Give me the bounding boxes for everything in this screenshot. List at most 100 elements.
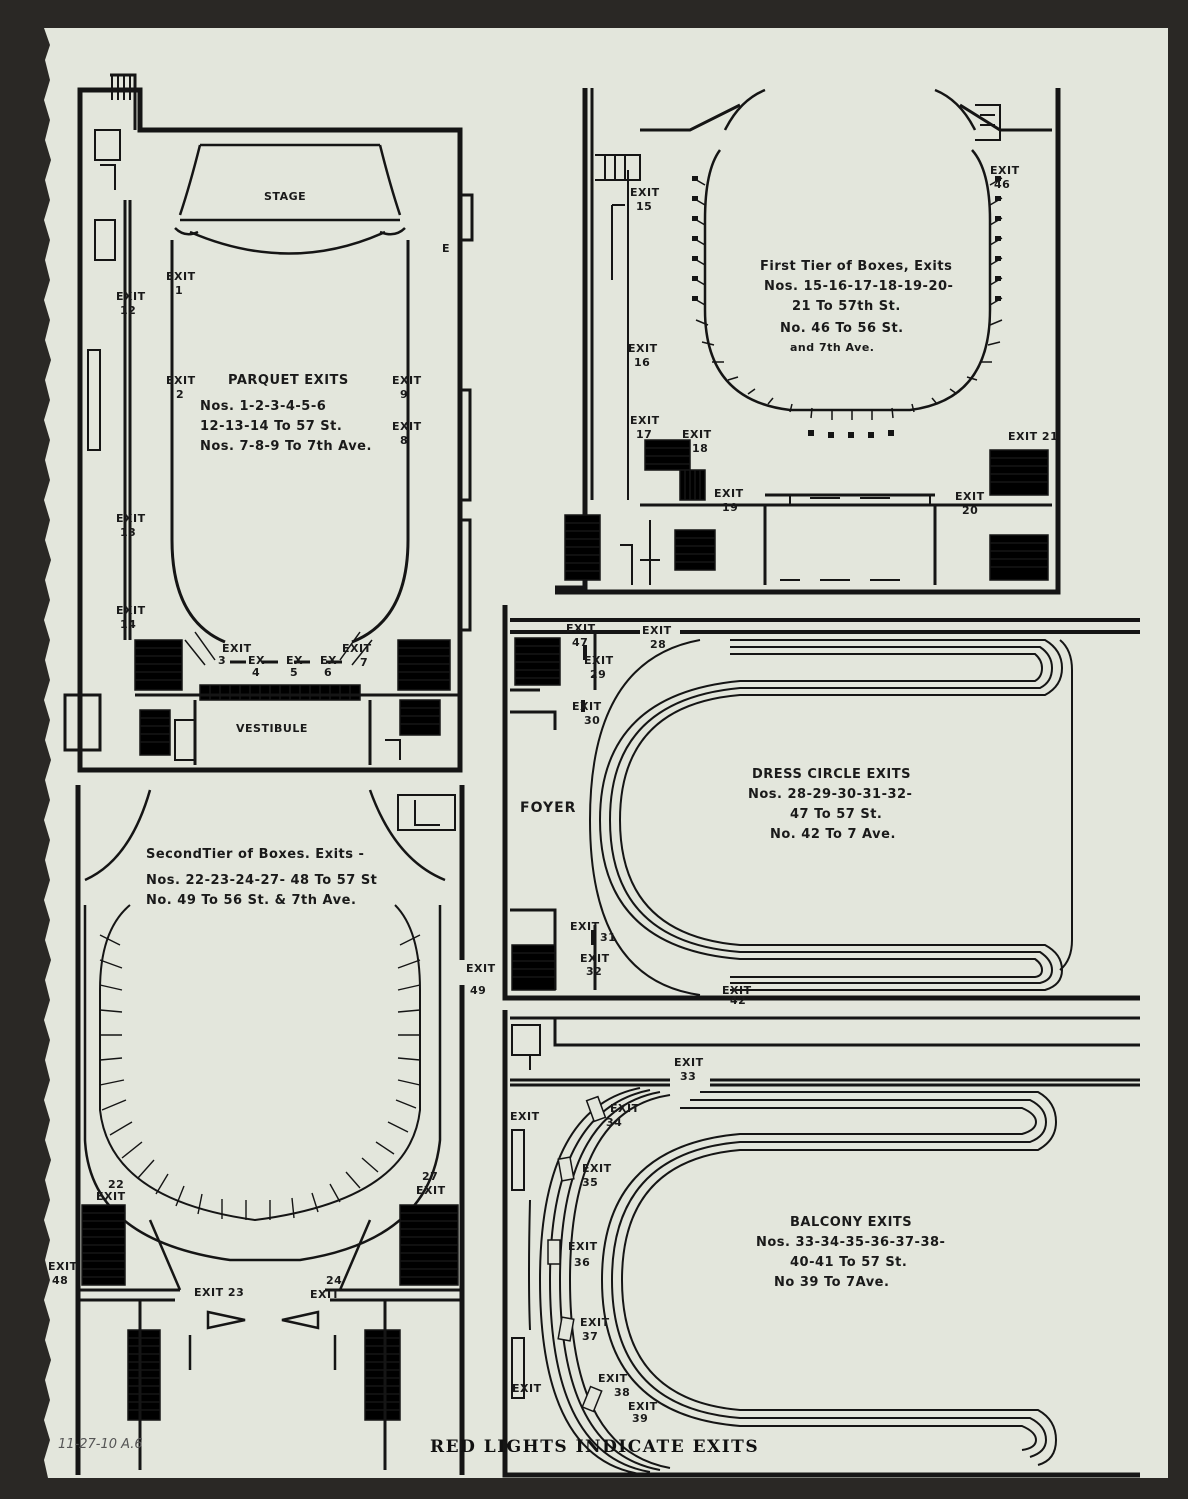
svg-text:49: 49 (470, 984, 486, 997)
svg-text:38: 38 (614, 1386, 630, 1399)
svg-text:EXIT 23: EXIT 23 (194, 1286, 244, 1299)
paper (44, 28, 1168, 1478)
svg-text:3: 3 (218, 654, 226, 667)
svg-text:EXIT: EXIT (392, 420, 422, 433)
svg-text:EXIT: EXIT (566, 622, 596, 635)
stage-label: STAGE (264, 190, 306, 203)
svg-text:15: 15 (636, 200, 652, 213)
svg-text:EXIT: EXIT (628, 342, 658, 355)
dress-circle-line3: No. 42 To 7 Ave. (770, 827, 896, 842)
second-tier-box-dividers (99, 934, 421, 1220)
first-tier-box-dividers (692, 177, 1003, 420)
svg-text:EXIT: EXIT (630, 414, 660, 427)
svg-text:EXIT: EXIT (990, 164, 1020, 177)
footer-caption: RED LIGHTS INDICATE EXITS (430, 1437, 759, 1457)
balcony-line2: 40-41 To 57 St. (790, 1255, 907, 1270)
first-tier-exit-21: EXIT 21 (1008, 430, 1058, 443)
second-tier-plan: SecondTier of Boxes. Exits - Nos. 22-23-… (48, 785, 495, 1475)
svg-text:18: 18 (692, 442, 708, 455)
svg-text:12: 12 (120, 304, 136, 317)
dress-circle-plan: FOYER DRESS CIRCLE EXITS Nos. 28-29-30-3… (502, 605, 1140, 1007)
svg-text:8: 8 (400, 434, 408, 447)
second-tier-line2: No. 49 To 56 St. & 7th Ave. (146, 893, 356, 908)
svg-text:36: 36 (574, 1256, 590, 1269)
svg-text:34: 34 (606, 1116, 622, 1129)
svg-text:EX: EX (286, 654, 303, 667)
parquet-line3: Nos. 7-8-9 To 7th Ave. (200, 439, 372, 454)
svg-text:24: 24 (326, 1274, 342, 1287)
balcony-title: BALCONY EXITS (790, 1215, 912, 1230)
svg-text:EXIT: EXIT (416, 1184, 446, 1197)
svg-text:EXIT: EXIT (598, 1372, 628, 1385)
balcony-box-blocks (547, 1095, 607, 1413)
svg-text:EXIT: EXIT (572, 700, 602, 713)
balcony-line1: Nos. 33-34-35-36-37-38- (756, 1235, 945, 1250)
svg-text:13: 13 (120, 526, 136, 539)
vestibule-label: VESTIBULE (236, 722, 308, 735)
svg-text:22: 22 (108, 1178, 124, 1191)
second-tier-title: SecondTier of Boxes. Exits - (146, 847, 364, 862)
svg-text:EXIT: EXIT (630, 186, 660, 199)
svg-text:33: 33 (680, 1070, 696, 1083)
svg-text:6: 6 (324, 666, 332, 679)
svg-text:9: 9 (400, 388, 408, 401)
parquet-exit-6: EX6 (320, 654, 337, 679)
balcony-exit-lower-left: EXIT (512, 1382, 542, 1395)
svg-text:EXIT: EXIT (166, 270, 196, 283)
svg-text:EX: EX (320, 654, 337, 667)
second-tier-stairs (81, 1204, 459, 1421)
svg-text:30: 30 (584, 714, 600, 727)
first-tier-line3: No. 46 To 56 St. (780, 321, 904, 336)
first-tier-line1: Nos. 15-16-17-18-19-20- (764, 279, 953, 294)
svg-text:48: 48 (52, 1274, 68, 1287)
dress-circle-stairs (511, 637, 561, 991)
handwritten-note: 11-27-10 A.6 (58, 1437, 143, 1452)
svg-text:EXIT: EXIT (512, 1382, 542, 1395)
svg-text:32: 32 (586, 965, 602, 978)
svg-text:EXIT: EXIT (580, 952, 610, 965)
svg-text:EXIT: EXIT (714, 487, 744, 500)
svg-text:37: 37 (582, 1330, 598, 1343)
svg-text:16: 16 (634, 356, 650, 369)
svg-text:14: 14 (120, 618, 136, 631)
first-tier-plan: First Tier of Boxes, Exits Nos. 15-16-17… (555, 88, 1061, 595)
svg-text:EXIT: EXIT (582, 1162, 612, 1175)
balcony-line3: No 39 To 7Ave. (774, 1275, 889, 1290)
dress-circle-title: DRESS CIRCLE EXITS (752, 767, 911, 782)
first-tier-stairs (564, 439, 1049, 581)
svg-text:4: 4 (252, 666, 260, 679)
svg-text:EXIT: EXIT (342, 642, 372, 655)
svg-text:2: 2 (176, 388, 184, 401)
svg-text:EXIT: EXIT (674, 1056, 704, 1069)
svg-text:EXIT: EXIT (392, 374, 422, 387)
svg-text:EXIT: EXIT (510, 1110, 540, 1123)
svg-text:31: 31 (600, 931, 616, 944)
svg-text:EXIT: EXIT (584, 654, 614, 667)
svg-text:EXIT: EXIT (682, 428, 712, 441)
svg-text:20: 20 (962, 504, 978, 517)
svg-text:EXIT: EXIT (955, 490, 985, 503)
svg-text:EXIT 21: EXIT 21 (1008, 430, 1058, 443)
